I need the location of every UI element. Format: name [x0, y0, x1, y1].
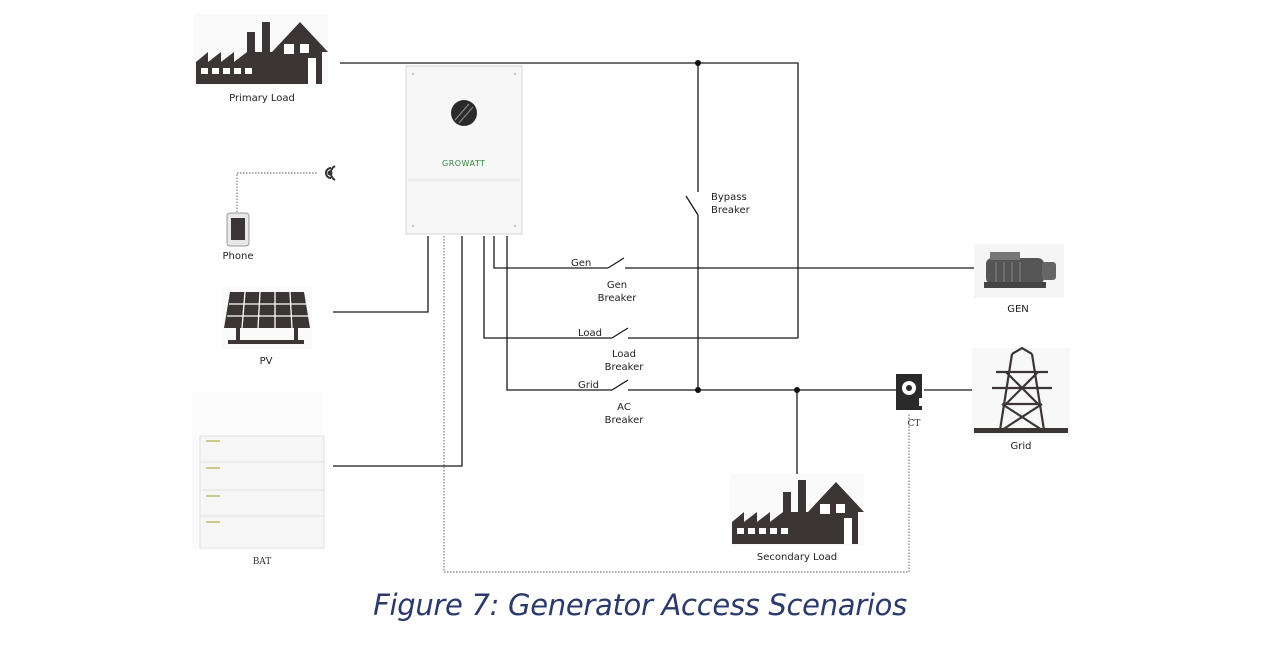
gen-breaker-switch: [607, 257, 625, 269]
pv-wire: [333, 236, 429, 313]
bat-wire: [333, 236, 463, 467]
ac-breaker-switch: [611, 379, 629, 391]
primary-load-wire: [340, 62, 799, 338]
grid-wire-left: [506, 236, 612, 391]
grid-tower-icon: [972, 346, 1070, 436]
phone-label: Phone: [223, 251, 254, 262]
ct-signal-wire: [443, 236, 910, 573]
bat-label: BAT: [253, 557, 272, 567]
ct-label: CT: [908, 419, 921, 429]
inverter: [405, 65, 523, 235]
generator-icon: [974, 244, 1064, 298]
load-breaker-label-1: Load: [612, 349, 636, 360]
load-wire-left: [483, 236, 612, 339]
breaker-switches: [607, 195, 699, 391]
ac-breaker-label-2: Breaker: [605, 415, 645, 426]
junction-dot: [794, 387, 800, 393]
pv-label: PV: [260, 356, 273, 367]
phone-wifi-link: [236, 172, 318, 212]
ct-icon: [896, 374, 925, 410]
gen-wire-left: [493, 236, 608, 269]
pv-panel-icon: [222, 287, 312, 349]
bypass-breaker-label-2: Breaker: [711, 205, 751, 216]
gen-label: GEN: [1007, 304, 1029, 315]
gen-breaker-label-1: Gen: [607, 280, 627, 291]
secondary-load-label: Secondary Load: [757, 552, 837, 563]
wifi-icon: [325, 165, 336, 181]
grid-label: Grid: [1011, 441, 1032, 452]
ac-breaker-label-1: AC: [617, 402, 631, 413]
load-breaker-label-2: Breaker: [605, 362, 645, 373]
bypass-breaker-label-1: Bypass: [711, 192, 747, 203]
load-breaker-switch: [611, 327, 629, 339]
junction-dot: [695, 387, 701, 393]
primary-load-icon: [194, 14, 328, 86]
battery-icon: [192, 392, 325, 550]
gen-wire-label: Gen: [571, 258, 591, 269]
bypass-breaker-switch: [685, 195, 699, 216]
load-wire-label: Load: [578, 328, 602, 339]
primary-load-label: Primary Load: [229, 93, 295, 104]
junction-dot: [695, 60, 701, 66]
gen-breaker-label-2: Breaker: [598, 293, 638, 304]
phone-icon: [226, 212, 250, 247]
figure-caption: Figure 7: Generator Access Scenarios: [373, 588, 907, 622]
inverter-brand-label: GROWATT: [442, 159, 486, 168]
wiring: [333, 62, 976, 573]
secondary-load-icon: [730, 474, 864, 546]
grid-wire-label: Grid: [578, 380, 599, 391]
